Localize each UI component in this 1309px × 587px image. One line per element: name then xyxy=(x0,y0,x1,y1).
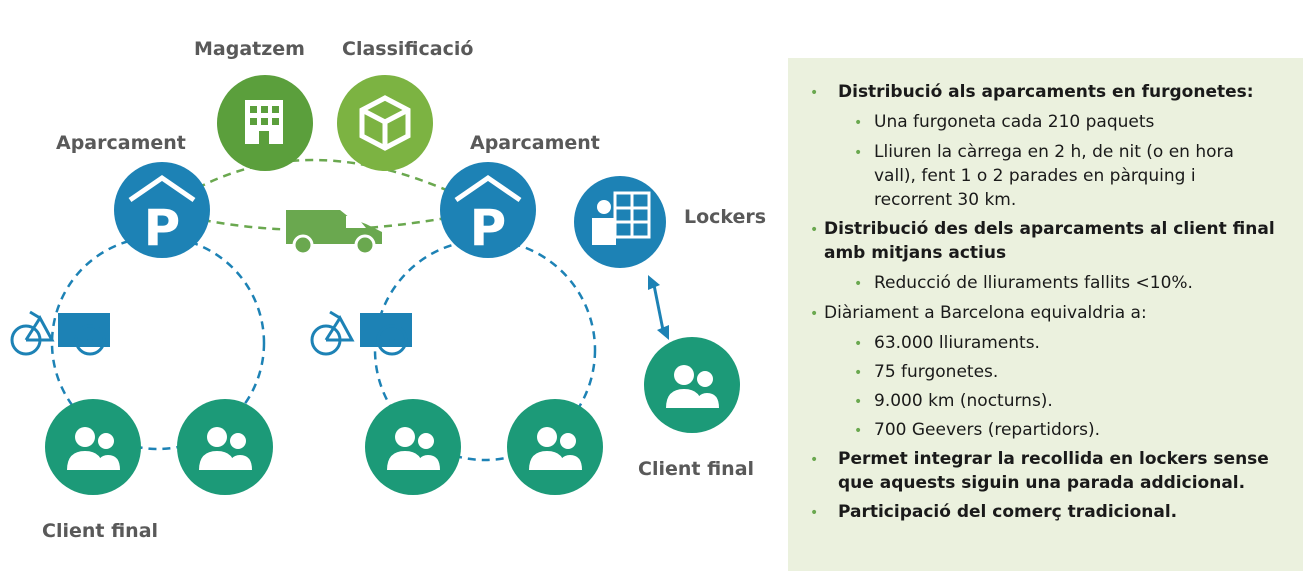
label-lockers: Lockers xyxy=(684,206,767,228)
cargo-bike-icon xyxy=(10,310,110,356)
bullet-icon: • xyxy=(810,222,819,238)
panel-item: Una furgoneta cada 210 paquets xyxy=(874,112,1155,132)
lockers-icon xyxy=(574,176,666,268)
panel-item: Participació del comerç tradicional. xyxy=(838,502,1178,522)
panel-item: 63.000 lliuraments. xyxy=(874,333,1040,353)
users-icon xyxy=(365,399,461,495)
parking-icon: P xyxy=(114,162,210,258)
panel-item: recorrent 30 km. xyxy=(874,190,1017,210)
route-left-loop xyxy=(50,235,266,451)
bullet-icon: • xyxy=(854,423,863,439)
parking-icon: P xyxy=(440,162,536,258)
van-icon xyxy=(286,210,382,256)
panel-item: Permet integrar la recollida en lockers … xyxy=(838,449,1269,469)
cargo-bike-icon xyxy=(310,310,412,356)
panel-item: vall), fent 1 o 2 parades en pàrquing i xyxy=(874,166,1196,186)
label-sorting: Classificació xyxy=(342,38,474,60)
route-right-loop xyxy=(373,238,597,462)
label-parking-left: Aparcament xyxy=(56,132,186,154)
panel-item: 75 furgonetes. xyxy=(874,362,999,382)
svg-text:P: P xyxy=(144,199,181,257)
panel-item: amb mitjans actius xyxy=(824,243,1007,263)
package-icon xyxy=(337,75,433,171)
bullet-icon: • xyxy=(854,115,863,131)
info-panel: • Distribució als aparcaments en furgone… xyxy=(788,58,1303,571)
bullet-icon: • xyxy=(810,306,819,322)
label-client-right: Client final xyxy=(638,458,755,480)
warehouse-icon xyxy=(217,75,313,171)
label-client-left: Client final xyxy=(42,520,159,542)
panel-item: 700 Geevers (repartidors). xyxy=(874,420,1101,440)
panel-item: Distribució als aparcaments en furgonete… xyxy=(838,82,1254,102)
panel-item: Lliuren la càrrega en 2 h, de nit (o en … xyxy=(874,142,1234,162)
bullet-icon: • xyxy=(810,505,819,521)
users-icon xyxy=(177,399,273,495)
bullet-icon: • xyxy=(854,276,863,292)
users-icon xyxy=(644,337,740,433)
bullet-icon: • xyxy=(854,145,863,161)
label-warehouse: Magatzem xyxy=(194,38,305,60)
bullet-icon: • xyxy=(854,365,863,381)
panel-item: que aquests siguin una parada addicional… xyxy=(838,473,1246,493)
label-parking-right: Aparcament xyxy=(470,132,600,154)
panel-item: Diàriament a Barcelona equivaldria a: xyxy=(824,303,1147,323)
double-arrow-icon xyxy=(648,275,669,340)
route-warehouse-arc xyxy=(161,158,489,212)
panel-item: Reducció de lliuraments fallits <10%. xyxy=(874,273,1193,293)
bullet-icon: • xyxy=(810,452,819,468)
bullet-icon: • xyxy=(810,85,819,101)
bullet-icon: • xyxy=(854,336,863,352)
users-icon xyxy=(507,399,603,495)
bullet-icon: • xyxy=(854,394,863,410)
panel-item: 9.000 km (nocturns). xyxy=(874,391,1053,411)
svg-text:P: P xyxy=(470,199,507,257)
users-icon xyxy=(45,399,141,495)
distribution-diagram: P P xyxy=(10,75,740,495)
panel-item: Distribució des dels aparcaments al clie… xyxy=(824,219,1275,239)
